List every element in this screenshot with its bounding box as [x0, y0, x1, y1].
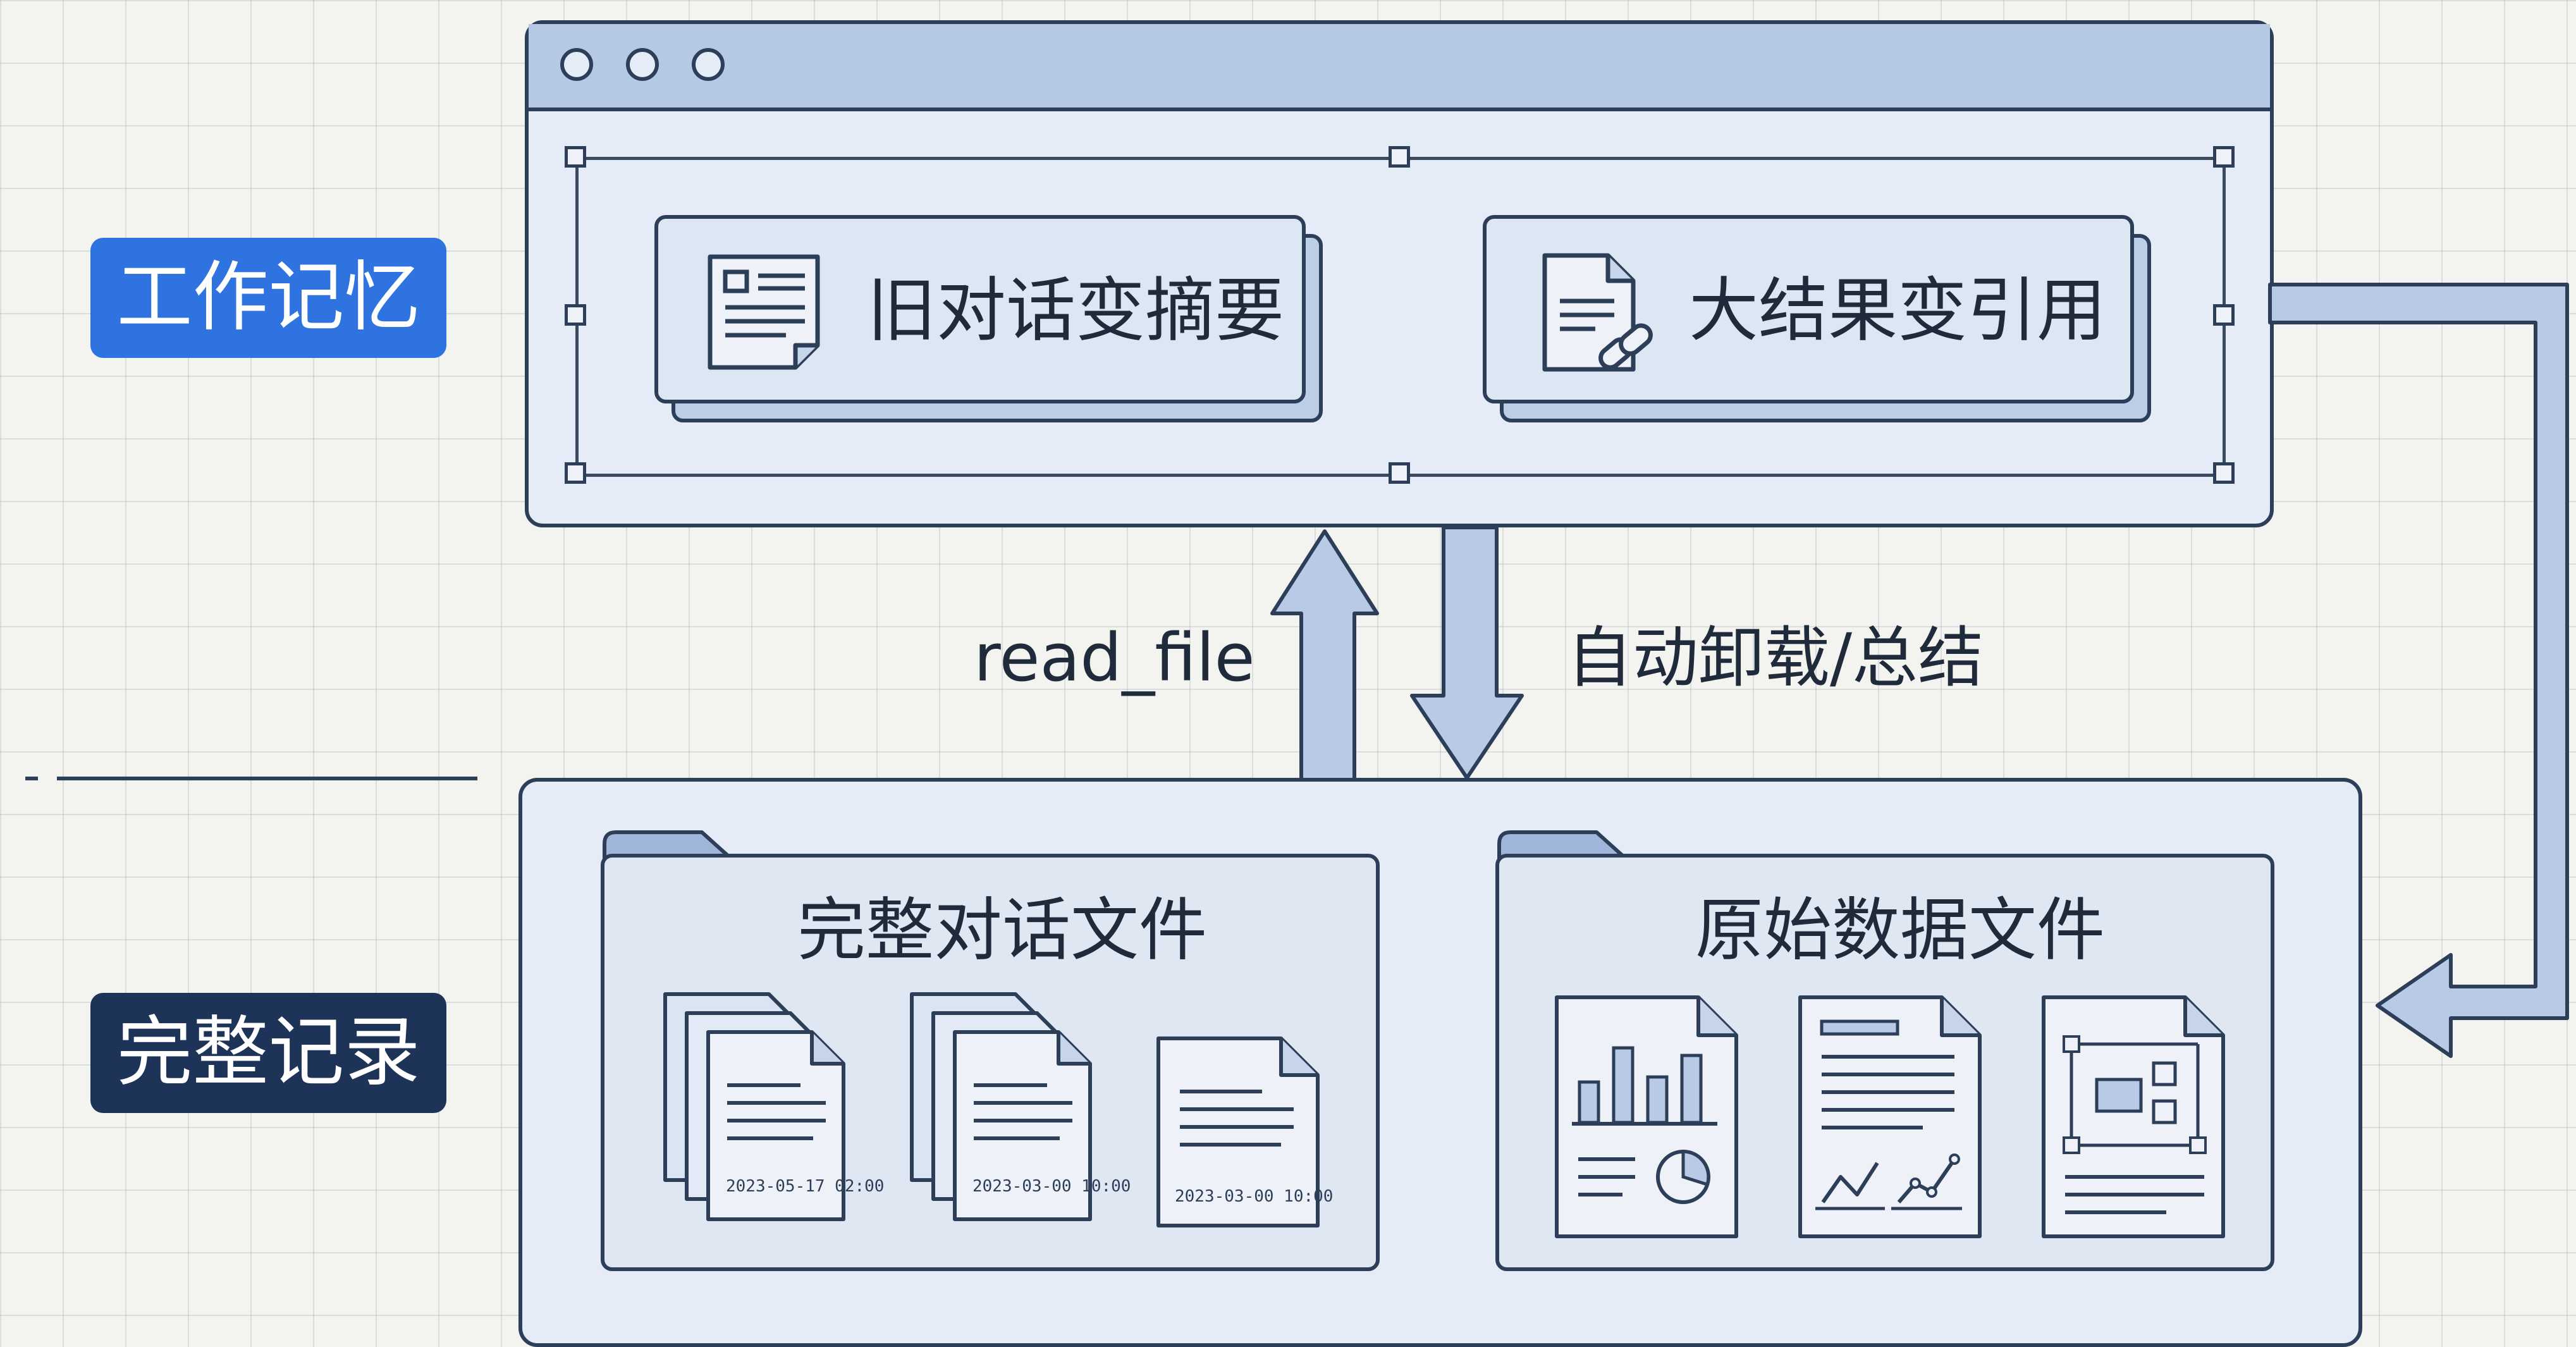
file-timestamp: 2023-03-00 10:00 [972, 1177, 1131, 1196]
summary-card-text: 旧对话变摘要 [867, 270, 1284, 351]
linked-document-icon [1542, 253, 1653, 372]
conversation-file[interactable]: 2023-03-00 10:00 [1155, 1035, 1333, 1231]
selection-handle[interactable] [1389, 146, 1410, 168]
selection-handle[interactable] [565, 462, 586, 484]
window-titlebar [529, 24, 2270, 111]
offload-down-arrow [1410, 526, 1524, 780]
summary-document-icon [708, 254, 820, 370]
divider-dash [25, 777, 38, 780]
conversation-file-stack[interactable]: 2023-03-00 10:00 [908, 990, 1131, 1224]
report-document-icon[interactable] [1796, 993, 1986, 1240]
read-file-up-arrow [1270, 529, 1379, 784]
selection-handle[interactable] [565, 304, 586, 326]
full-record-label: 完整记录 [90, 993, 446, 1113]
working-memory-label: 工作记忆 [90, 238, 446, 358]
selection-handle[interactable] [565, 146, 586, 168]
divider-line [57, 777, 477, 780]
return-loop-arrow [2268, 283, 2569, 1058]
file-timestamp: 2023-03-00 10:00 [1175, 1187, 1333, 1206]
window-dot-maximize[interactable] [692, 48, 725, 81]
chart-document-icon[interactable] [1553, 993, 1743, 1240]
offload-label: 自动卸载/总结 [1567, 619, 1984, 696]
diagram-document-icon[interactable] [2040, 993, 2229, 1240]
conversation-file-stack[interactable]: 2023-05-17 02:00 [661, 990, 884, 1224]
selection-handle[interactable] [1389, 462, 1410, 484]
read-file-label: read_file [974, 619, 1255, 696]
conversation-folder-title: 完整对话文件 [797, 891, 1208, 970]
selection-handle[interactable] [2213, 462, 2235, 484]
selection-handle[interactable] [2213, 304, 2235, 326]
conversation-folder[interactable]: 完整对话文件 2023-05-17 02:00 2023-03-00 10:00… [601, 854, 1380, 1271]
window-dot-minimize[interactable] [626, 48, 659, 81]
reference-card-text: 大结果变引用 [1689, 270, 2106, 351]
file-timestamp: 2023-05-17 02:00 [726, 1177, 884, 1196]
raw-data-folder-title: 原始数据文件 [1695, 891, 2106, 970]
window-dot-close[interactable] [560, 48, 593, 81]
reference-card[interactable]: 大结果变引用 [1483, 215, 2134, 403]
summary-card[interactable]: 旧对话变摘要 [654, 215, 1306, 403]
selection-handle[interactable] [2213, 146, 2235, 168]
raw-data-folder[interactable]: 原始数据文件 [1495, 854, 2274, 1271]
